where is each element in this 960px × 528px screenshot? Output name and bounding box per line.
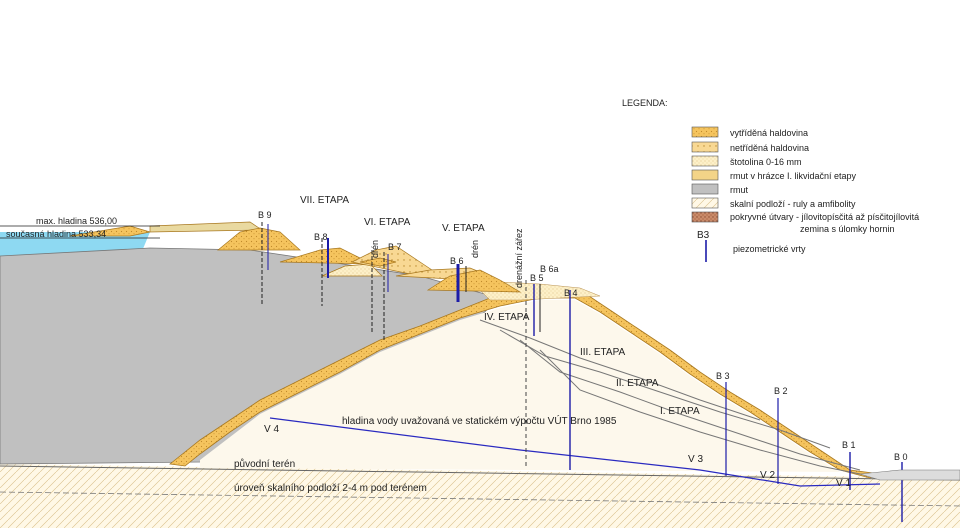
stage-iv-label: IV. ETAPA bbox=[484, 312, 530, 323]
legend-item-cover: pokryvné útvary - jílovitopísčitá až pís… bbox=[730, 212, 919, 222]
borehole-b8: B 8 bbox=[314, 232, 328, 242]
current-water-level: současná hladina 533,34 bbox=[6, 229, 106, 239]
borehole-b9: B 9 bbox=[258, 210, 272, 220]
right-terrain bbox=[859, 469, 960, 481]
well-v1: V 1 bbox=[836, 478, 851, 489]
stage-ii-label: II. ETAPA bbox=[616, 378, 659, 389]
legend-item-bedrock: skalní podloží - ruly a amfibolity bbox=[730, 199, 856, 209]
legend-borehole-label: piezometrické vrty bbox=[733, 244, 806, 254]
drain-cut-label: drenážní zářez bbox=[514, 228, 524, 288]
legend-item-cover-2: zemina s úlomky hornin bbox=[800, 224, 895, 234]
stage-i-label: I. ETAPA bbox=[660, 406, 700, 417]
legend-item-tailings: rmut bbox=[730, 185, 748, 195]
borehole-b3: B 3 bbox=[716, 371, 730, 381]
borehole-b5: B 5 bbox=[530, 273, 544, 283]
stage-boundaries bbox=[479, 319, 881, 479]
borehole-b4: B 4 bbox=[564, 288, 578, 298]
legend-item-tailings-dam: rmut v hrázce I. likvidační etapy bbox=[730, 171, 857, 181]
legend-title: LEGENDA: bbox=[622, 98, 668, 108]
stage-vii-label: VII. ETAPA bbox=[300, 195, 349, 206]
subsoil-layer bbox=[0, 464, 960, 528]
drain-label-1: drén bbox=[370, 240, 380, 258]
borehole-b1: B 1 bbox=[842, 440, 856, 450]
stage-v-label: V. ETAPA bbox=[442, 223, 485, 234]
borehole-b7: B 7 bbox=[388, 242, 402, 252]
borehole-b6: B 6 bbox=[450, 256, 464, 266]
legend-swatches bbox=[691, 126, 719, 262]
legend-item-unsorted: netříděná haldovina bbox=[730, 143, 809, 153]
dam-outer-slope bbox=[169, 287, 882, 479]
drain-label-2: drén bbox=[470, 240, 480, 258]
original-terrain-label: původní terén bbox=[234, 458, 295, 470]
borehole-b2: B 2 bbox=[774, 386, 788, 396]
well-v4: V 4 bbox=[264, 424, 279, 435]
borehole-b6a: B 6a bbox=[540, 264, 559, 274]
bedrock-level-label: úroveň skalního podloží 2-4 m pod teréne… bbox=[234, 483, 427, 494]
legend-borehole-symbol: B3 bbox=[697, 230, 710, 241]
legend-item-sorted: vytříděná haldovina bbox=[730, 128, 808, 138]
well-v3: V 3 bbox=[688, 454, 703, 465]
stage-vi-label: VI. ETAPA bbox=[364, 217, 411, 228]
borehole-b0: B 0 bbox=[894, 452, 908, 462]
well-v2: V 2 bbox=[760, 470, 775, 481]
max-water-level: max. hladina 536,00 bbox=[36, 216, 117, 226]
static-water-line-label: hladina vody uvažovaná ve statickém výpo… bbox=[342, 414, 617, 427]
stage-iii-label: III. ETAPA bbox=[580, 347, 626, 358]
water-level-lines bbox=[0, 225, 881, 487]
legend-item-gravel: štotolina 0-16 mm bbox=[730, 157, 802, 167]
borehole-lines bbox=[261, 222, 903, 522]
